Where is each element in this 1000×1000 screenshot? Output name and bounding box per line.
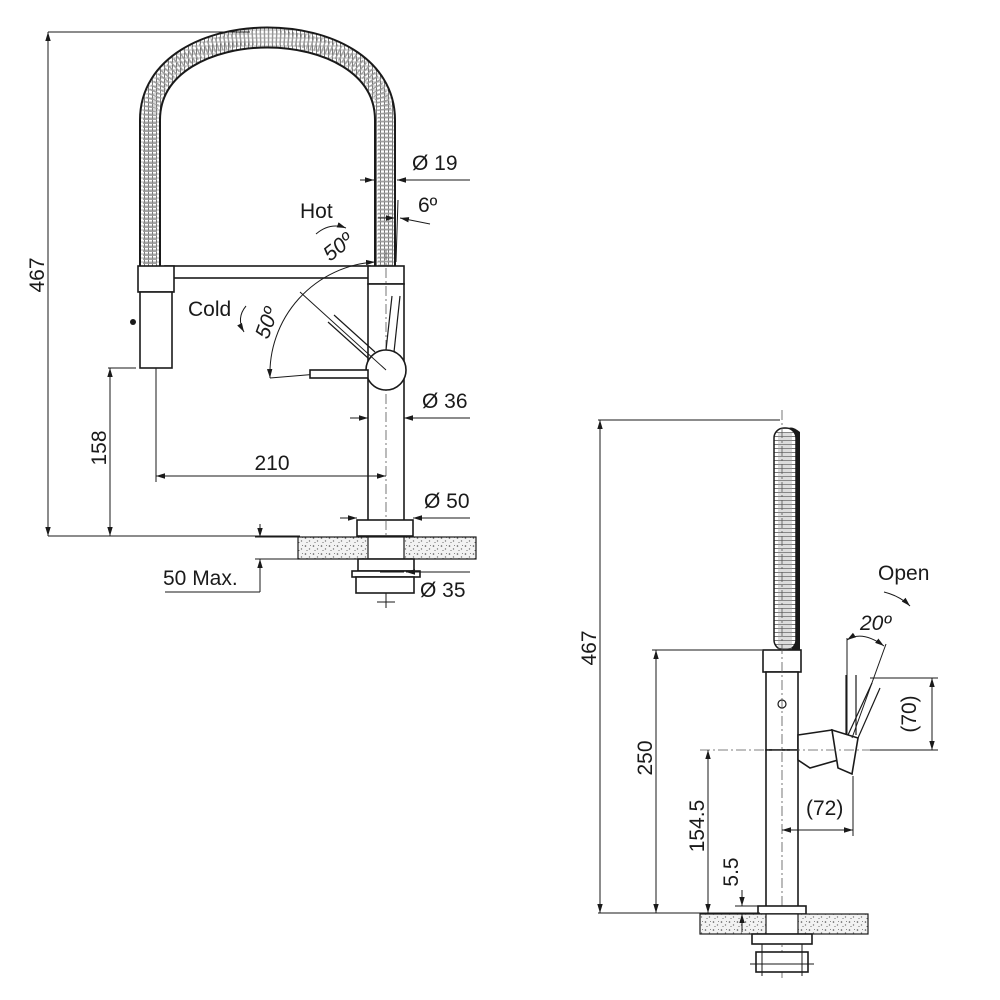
front-dim-total-height: 467: [26, 257, 49, 292]
front-hose: [139, 26, 396, 268]
front-spray-head: [139, 291, 173, 369]
front-mount-nut: [357, 558, 415, 572]
front-dim-counter: 50 Max.: [163, 567, 238, 590]
side-mount-bracket: [755, 951, 809, 973]
side-dim-collar-height: 250: [634, 740, 657, 775]
front-lever-cold: [309, 369, 369, 379]
front-dim-reach: 210: [254, 452, 289, 475]
front-angle-hot: 50º: [319, 228, 359, 266]
front-base-flange: [356, 519, 414, 537]
side-dim-base-height: 5.5: [720, 857, 743, 886]
front-dim-hole-diameter: Ø 35: [420, 579, 466, 602]
front-label-hot: Hot: [300, 200, 333, 223]
front-dim-body-diameter: Ø 36: [422, 390, 468, 413]
side-dim-lever-reach: (72): [806, 797, 843, 820]
side-base: [757, 905, 807, 915]
front-spray-collar: [137, 265, 175, 293]
side-label-open: Open: [878, 562, 929, 585]
front-holder-bar: [164, 265, 371, 279]
side-dim-total-height: 467: [578, 630, 601, 665]
front-dim-clearance: 158: [88, 430, 111, 465]
front-dim-hose-diameter: Ø 19: [412, 152, 458, 175]
side-dim-lever-length: (70): [898, 695, 921, 732]
front-dim-base-diameter: Ø 50: [424, 490, 470, 513]
front-angle-tilt: 6º: [418, 194, 438, 217]
side-dim-lever-height: 154.5: [686, 800, 709, 853]
front-label-cold: Cold: [188, 298, 231, 321]
front-mount-bracket: [355, 576, 415, 594]
front-angle-cold: 50º: [251, 303, 284, 341]
side-view: 467 250 154.5 5.5 (72) (70) 20º Open: [578, 410, 938, 980]
front-view: 467 158 210 50 Max. Ø 19 6º Hot 50º Cold: [26, 26, 477, 608]
side-angle-open: 20º: [859, 612, 892, 635]
side-lever-block: [797, 729, 839, 769]
